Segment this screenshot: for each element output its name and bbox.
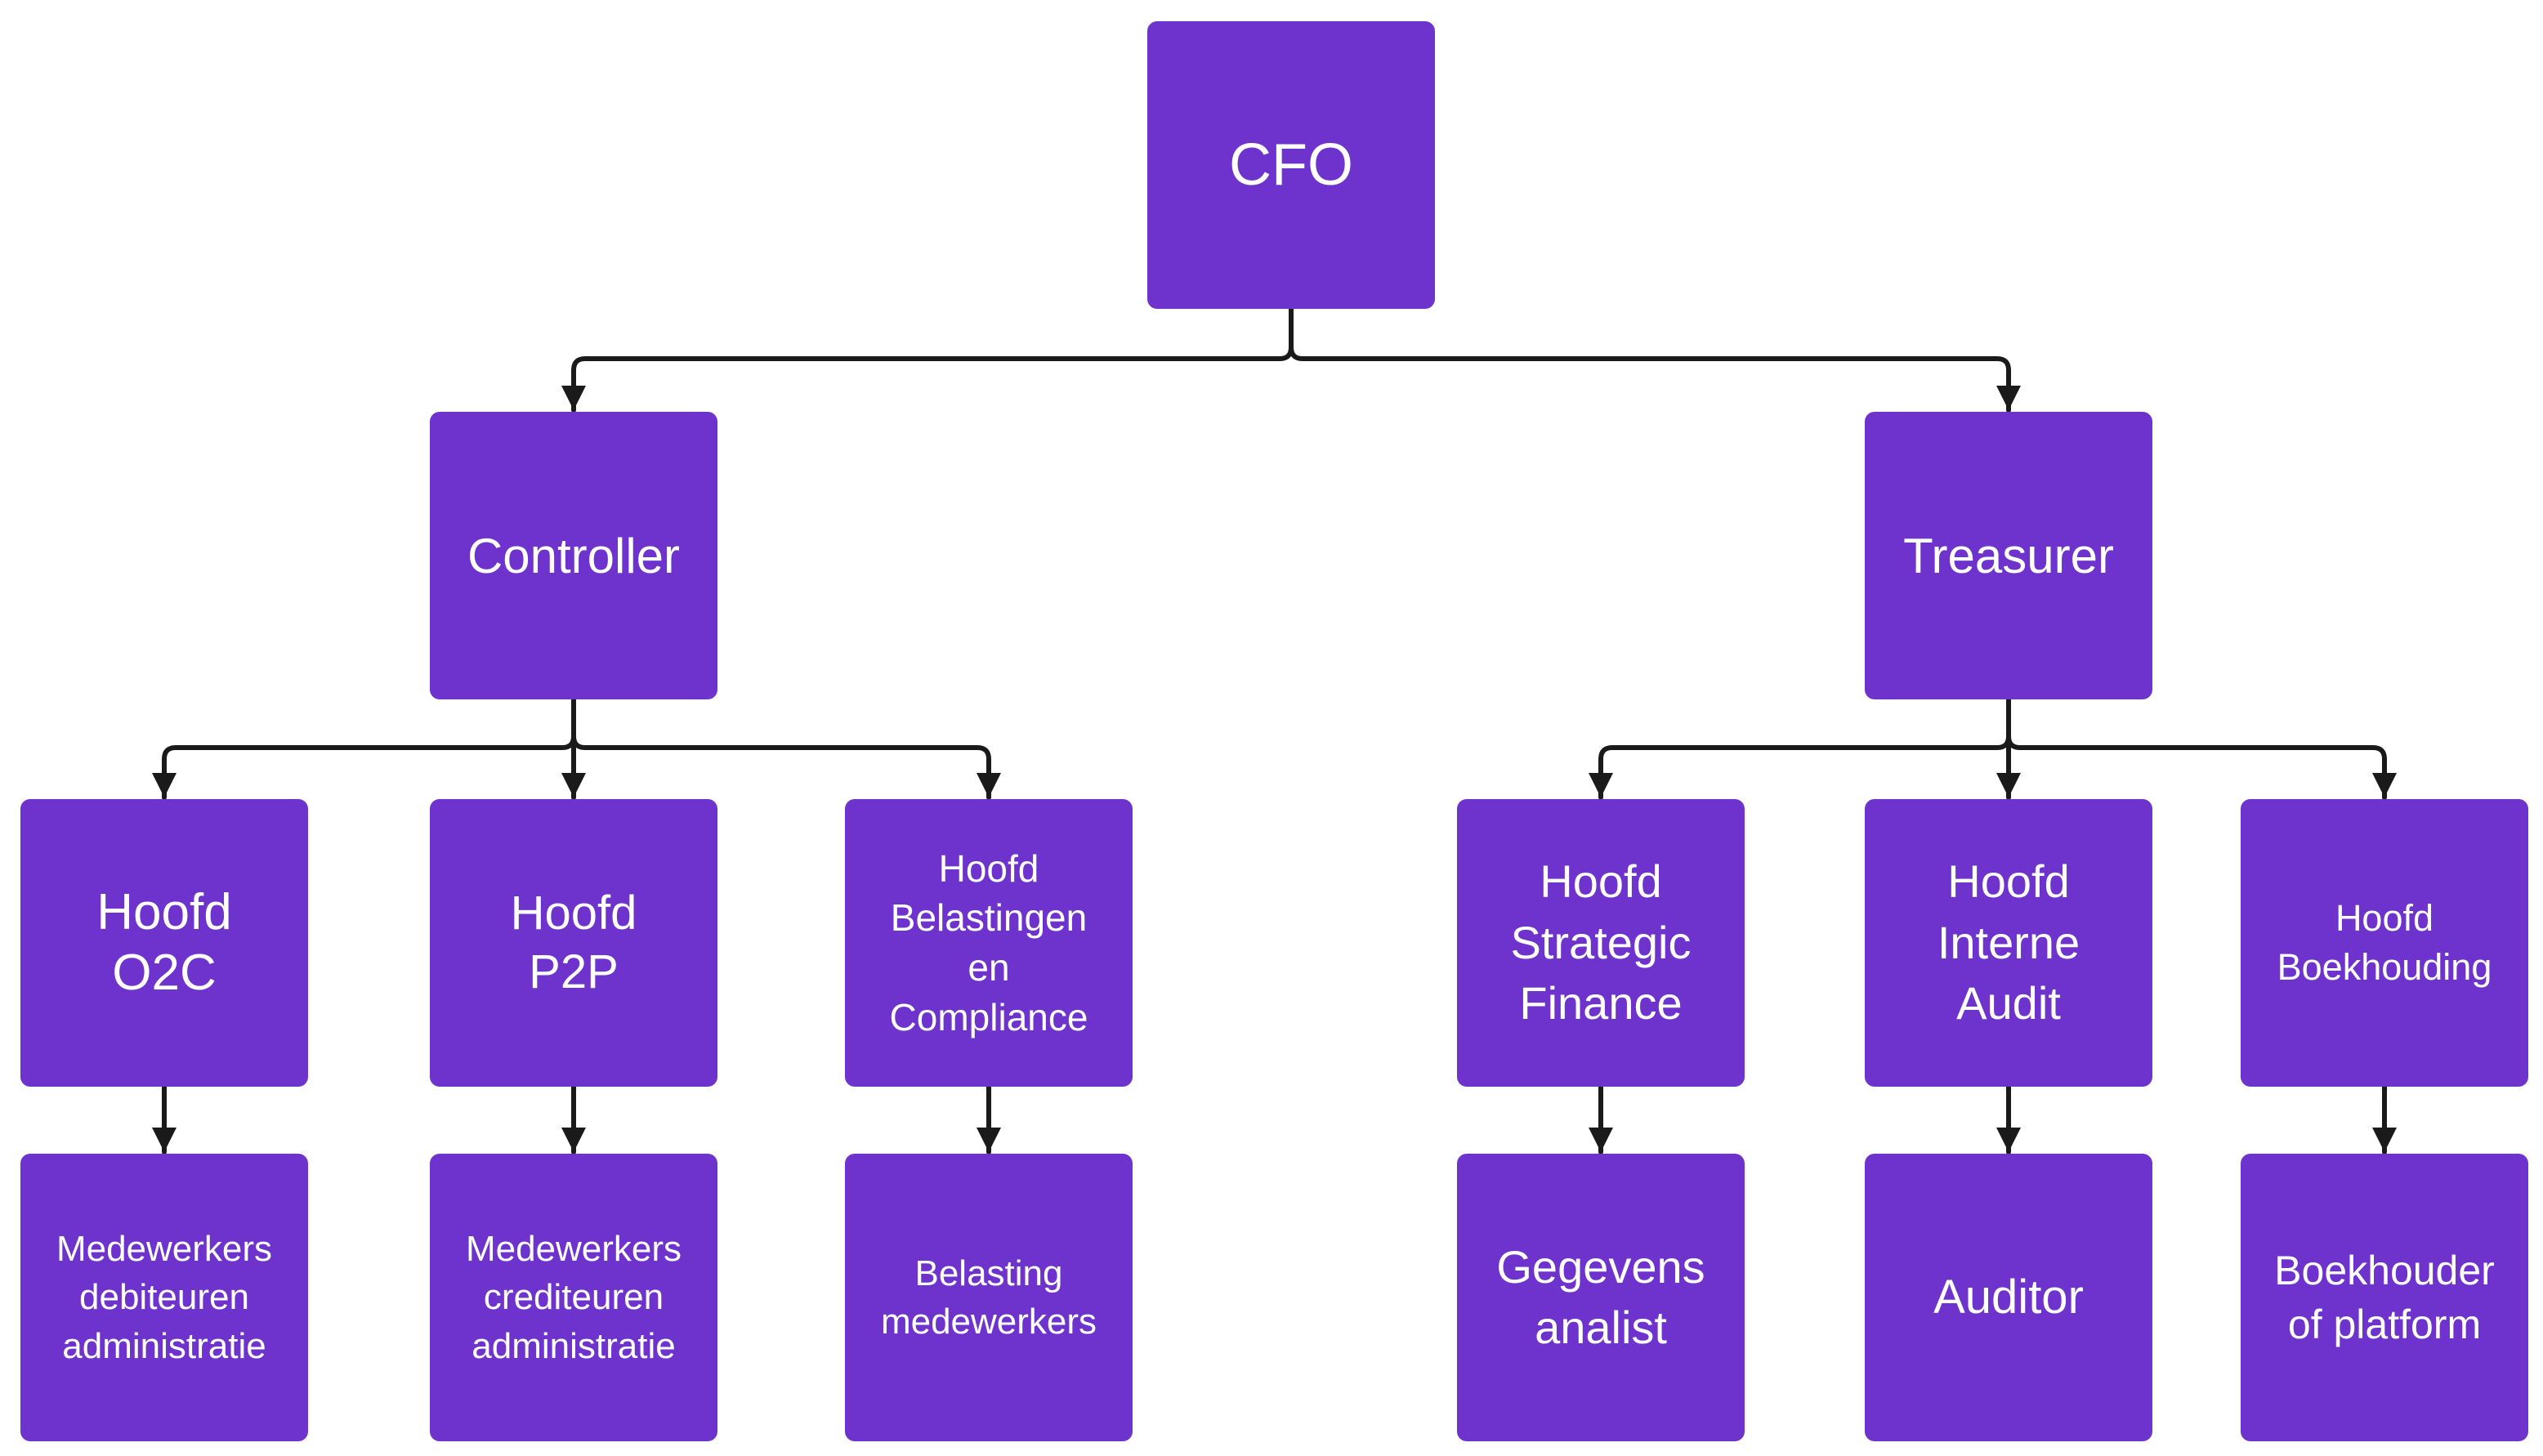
medewerkers-crediteuren-label: Medewerkers crediteuren administratie	[465, 1228, 682, 1366]
connector-cfo-to-controller	[561, 306, 1294, 413]
medewerkers-debiteuren-label: Medewerkers debiteuren administratie	[56, 1228, 273, 1366]
hoofd-belastingen-label: Hoofd Belastingen en Compliance	[889, 846, 1088, 1038]
belasting-medewerkers-node: Belasting medewerkers	[845, 1154, 1133, 1441]
connector-treasurer-to-hoofd_boekhouding	[2006, 697, 2397, 800]
belasting-medewerkers-label: Belasting medewerkers	[880, 1253, 1097, 1342]
boekhouder-label: Boekhouder of platform	[2274, 1248, 2495, 1347]
connector-controller-to-hoofd_o2c	[152, 697, 576, 800]
hoofd-interne-audit-label: Hoofd Interne Audit	[1937, 855, 2080, 1029]
cfo-label: CFO	[1229, 132, 1353, 198]
hoofd-p2p-node: Hoofd P2P	[430, 799, 717, 1087]
hoofd-p2p-label: Hoofd P2P	[510, 886, 637, 999]
hoofd-o2c-node: Hoofd O2C	[20, 799, 308, 1087]
medewerkers-debiteuren-node: Medewerkers debiteuren administratie	[20, 1154, 308, 1441]
medewerkers-crediteuren-node: Medewerkers crediteuren administratie	[430, 1154, 717, 1441]
connector-cfo-to-treasurer	[1289, 306, 2021, 413]
gegevens-analist-node: Gegevens analist	[1457, 1154, 1745, 1441]
boekhouder-node: Boekhouder of platform	[2241, 1154, 2528, 1441]
connector-controller-to-hoofd_belastingen	[571, 697, 1001, 800]
hoofd-strategic-finance-label: Hoofd Strategic Finance	[1510, 855, 1692, 1029]
hoofd-boekhouding-label: Hoofd Boekhouding	[2277, 897, 2492, 988]
connector-treasurer-to-hoofd_strategic	[1589, 697, 2011, 800]
hoofd-boekhouding-node: Hoofd Boekhouding	[2241, 799, 2528, 1087]
auditor-label: Auditor	[1933, 1270, 2084, 1324]
cfo-node: CFO	[1147, 21, 1435, 309]
hoofd-belastingen-node: Hoofd Belastingen en Compliance	[845, 799, 1133, 1087]
gegevens-analist-label: Gegevens analist	[1496, 1240, 1705, 1353]
hoofd-o2c-label: Hoofd O2C	[96, 883, 232, 1001]
controller-node: Controller	[430, 412, 717, 699]
auditor-node: Auditor	[1865, 1154, 2152, 1441]
hoofd-interne-audit-node: Hoofd Interne Audit	[1865, 799, 2152, 1087]
hoofd-strategic-finance-node: Hoofd Strategic Finance	[1457, 799, 1745, 1087]
treasurer-label: Treasurer	[1903, 528, 2114, 583]
controller-label: Controller	[467, 528, 681, 583]
treasurer-node: Treasurer	[1865, 412, 2152, 699]
